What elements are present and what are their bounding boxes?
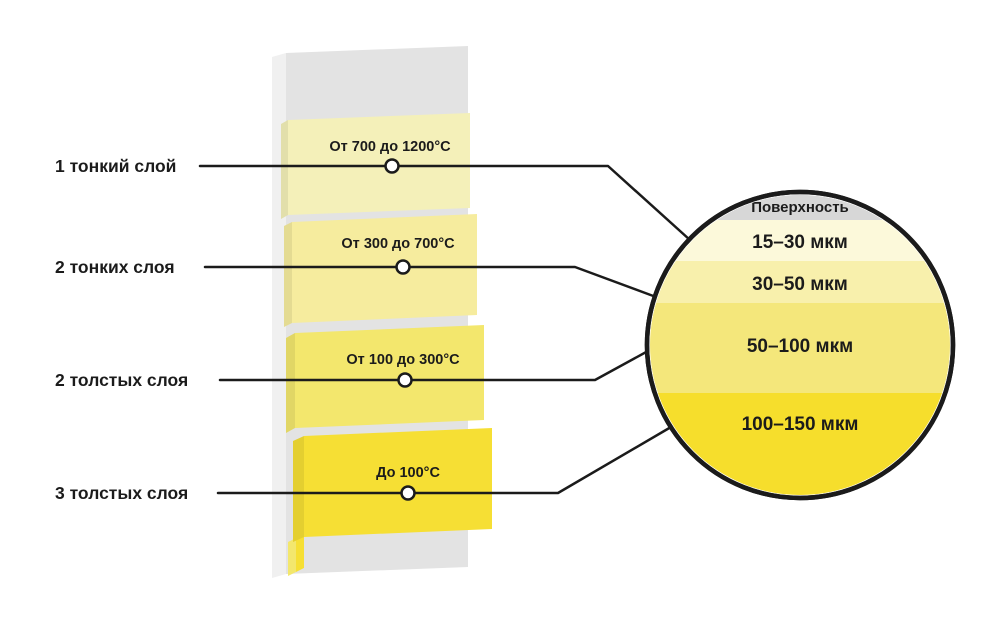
- label-two-thin-layers: 2 тонких слоя: [55, 257, 175, 277]
- label-one-thin-layer: 1 тонкий слой: [55, 156, 176, 176]
- layer-4-bottom-edge: [296, 534, 304, 572]
- layer-4-side-face: [293, 436, 304, 542]
- layer-2-front-face: [292, 214, 477, 323]
- layer-3-front-face: [295, 325, 484, 428]
- layer-3-bottom-edge: [288, 538, 296, 576]
- band-30-50-label: 30–50 мкм: [752, 274, 848, 295]
- connector-line-2: [203, 265, 658, 299]
- layer-1-side-face: [281, 120, 288, 219]
- layer-1-side-shade: [281, 120, 288, 219]
- layer-4-temperature-label: До 100°C: [376, 465, 440, 481]
- magnifier-outline: [644, 189, 956, 501]
- marker-dot-1: [384, 158, 400, 174]
- marker-dot-4: [400, 485, 416, 501]
- layer-4-front-face: [304, 428, 492, 537]
- surface-band-label: Поверхность: [751, 199, 849, 216]
- band-100-150-label: 100–150 мкм: [742, 414, 859, 435]
- layer-3-temperature-label: От 100 до 300°C: [346, 352, 460, 368]
- label-three-thick-layers: 3 толстых слоя: [55, 483, 188, 503]
- layer-3-side-shade: [286, 333, 295, 433]
- layer-1-front-face: [288, 113, 470, 215]
- band-50-100: [650, 303, 950, 393]
- marker-dot-2: [395, 259, 411, 275]
- connector-line-4: [216, 425, 673, 495]
- band-50-100-label: 50–100 мкм: [747, 336, 853, 357]
- connector-line-3: [218, 349, 650, 382]
- layer-3-side-face: [286, 333, 295, 433]
- layer-2-side-face: [284, 222, 292, 327]
- band-15-30-label: 15–30 мкм: [752, 232, 848, 253]
- layer-2-side-shade: [284, 222, 292, 327]
- layer-4-side-shade: [293, 436, 304, 542]
- connector-line-1: [198, 164, 692, 242]
- band-30-50: [650, 261, 950, 303]
- label-two-thick-layers: 2 толстых слоя: [55, 370, 188, 390]
- layer-2-temperature-label: От 300 до 700°C: [341, 236, 455, 252]
- layer-1-temperature-label: От 700 до 1200°C: [329, 139, 451, 155]
- marker-dot-3: [397, 372, 413, 388]
